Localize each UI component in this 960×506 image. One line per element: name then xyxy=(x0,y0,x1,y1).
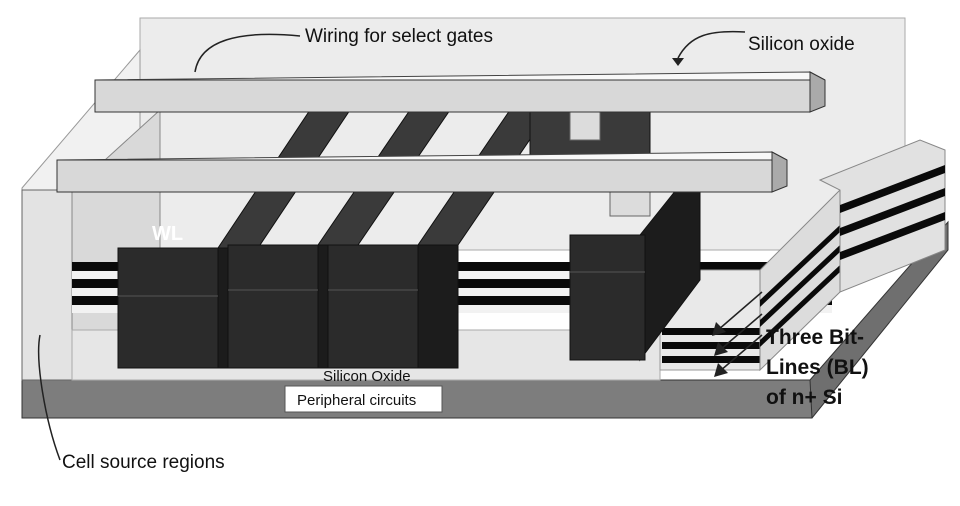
bitlines-label-line2: Lines (BL) xyxy=(766,356,869,379)
pointer-lines xyxy=(37,30,763,461)
wl-label: WL xyxy=(152,223,183,245)
cell-source-label: Cell source regions xyxy=(62,452,225,473)
peripheral-label-box xyxy=(284,385,443,413)
silicon-oxide-bottom-label: Silicon Oxide xyxy=(323,368,411,385)
bitlines-label-line1: Three Bit- xyxy=(766,326,864,349)
peripheral-label: Peripheral circuits xyxy=(297,392,416,409)
wiring-label: Wiring for select gates xyxy=(305,26,493,47)
silicon-oxide-top-label: Silicon oxide xyxy=(748,34,855,55)
select-gate-wiring xyxy=(56,71,826,193)
bitlines-label-line3: of n+ Si xyxy=(766,386,842,409)
bitline-steps-right xyxy=(659,139,946,372)
